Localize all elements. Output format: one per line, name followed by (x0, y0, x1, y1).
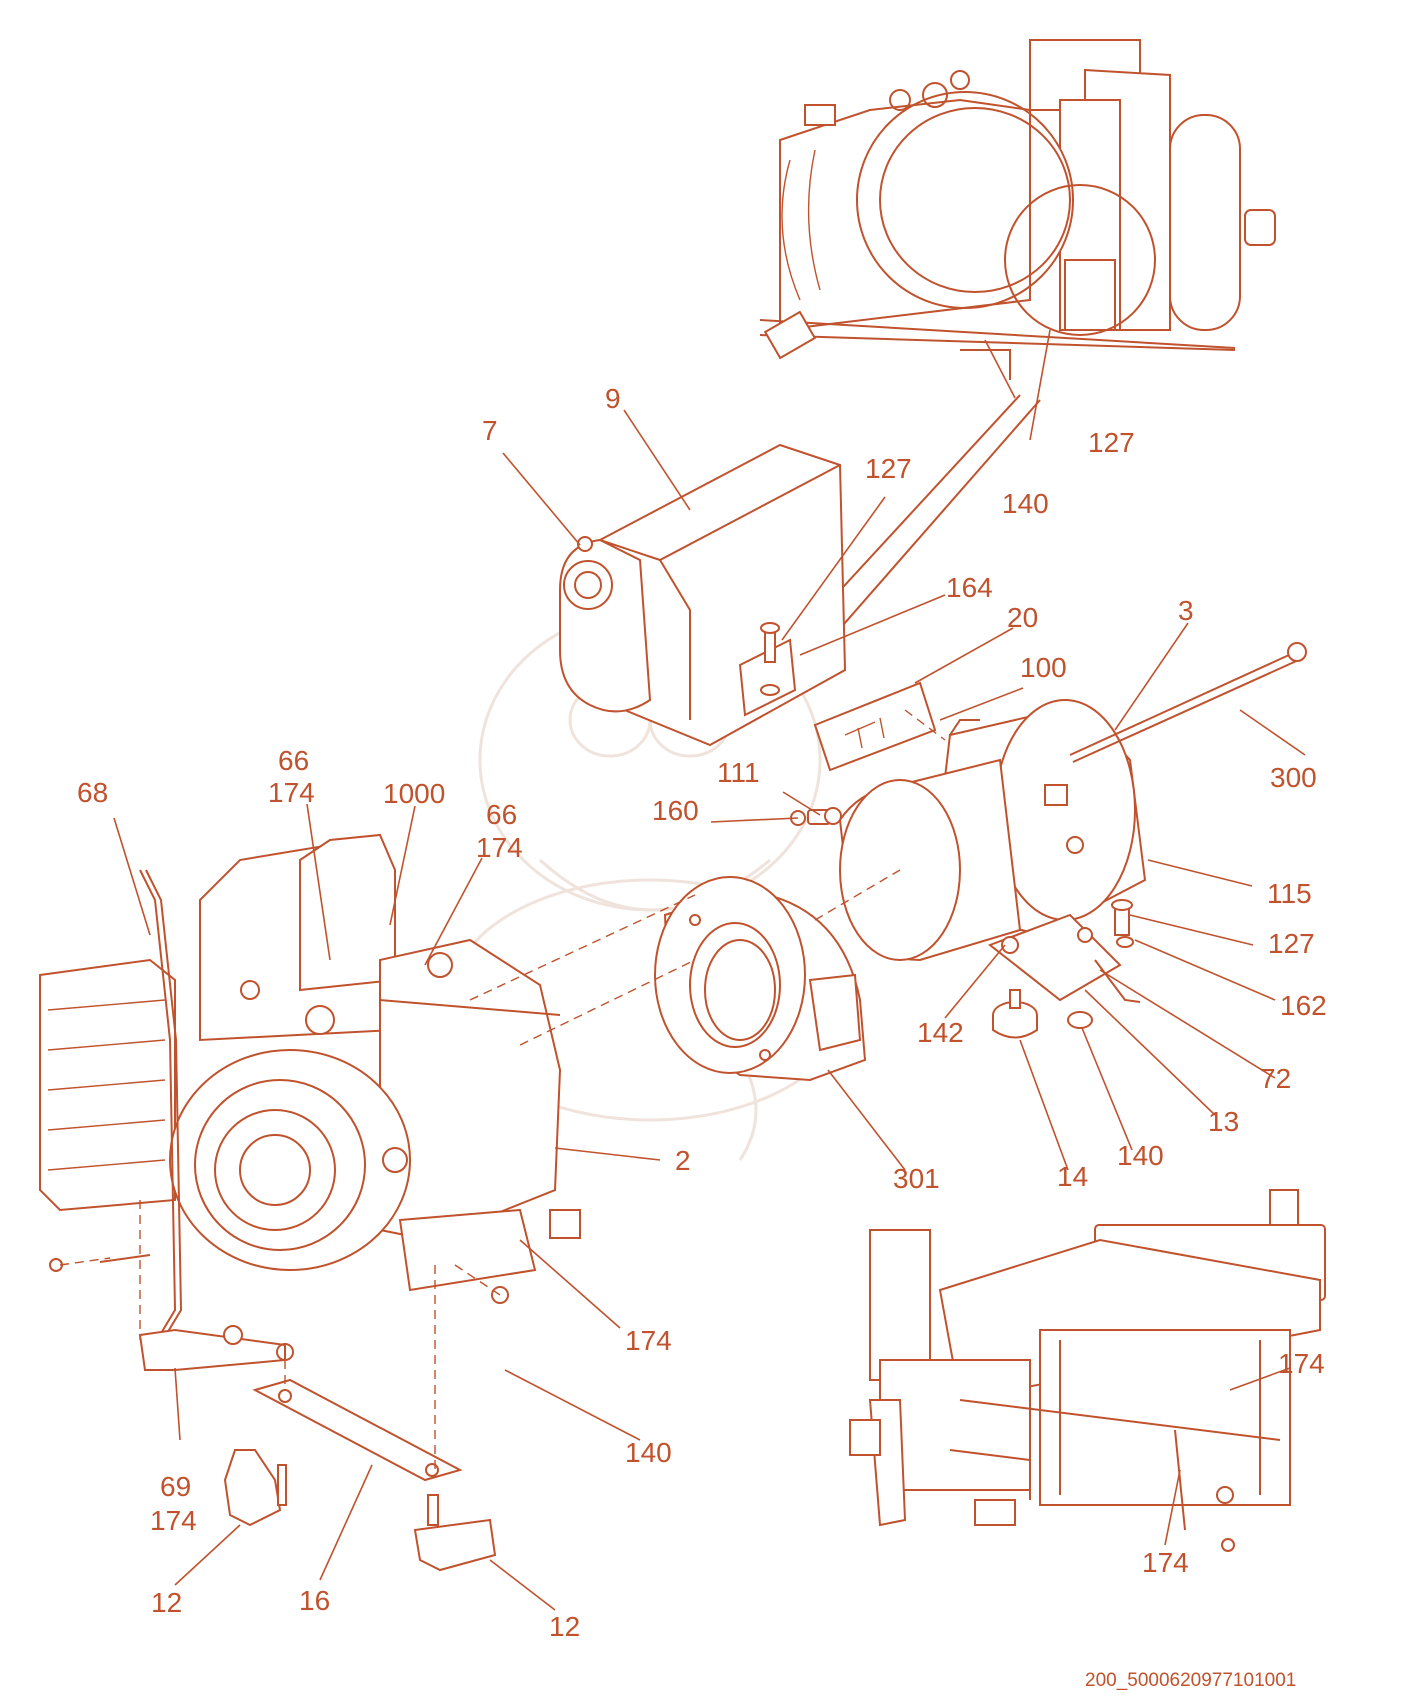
part-301-adapter (654, 876, 867, 1082)
callout-14: 14 (1057, 1161, 1088, 1192)
callout-16: 16 (299, 1585, 330, 1616)
callout-127-inset: 127 (1088, 427, 1135, 458)
top-inset-assembly (759, 39, 1276, 380)
part-69-lever (138, 1325, 294, 1371)
callout-12-left: 12 (151, 1587, 182, 1618)
callout-142: 142 (917, 1017, 964, 1048)
mount-bracket (987, 899, 1141, 1039)
inset-leader-upper (821, 394, 1021, 611)
leader-lines (113, 329, 1306, 1611)
callout-301: 301 (893, 1163, 940, 1194)
callout-12-right: 12 (549, 1611, 580, 1642)
callout-20: 20 (1007, 602, 1038, 633)
callout-9: 9 (605, 383, 621, 414)
alignment-lines (59, 709, 946, 1470)
callout-300: 300 (1270, 762, 1317, 793)
part-12-foot-left (223, 1449, 287, 1527)
inset-leader-lower (829, 399, 1041, 641)
callout-160: 160 (652, 795, 699, 826)
callout-1000: 1000 (383, 778, 445, 809)
callout-164: 164 (946, 572, 993, 603)
callout-174-engine: 174 (625, 1325, 672, 1356)
callout-111: 111 (717, 757, 760, 788)
callout-68: 68 (77, 777, 108, 808)
callout-174-inset-bottom: 174 (1142, 1547, 1189, 1578)
callout-66-b: 66 (486, 799, 517, 830)
callout-174-b: 174 (476, 832, 523, 863)
bottom-inset-assembly (849, 1189, 1326, 1552)
callout-127-right: 127 (1268, 928, 1315, 959)
part-300-bolt (1069, 642, 1307, 763)
callout-140-bottom: 140 (625, 1437, 672, 1468)
callout-13: 13 (1208, 1106, 1239, 1137)
callout-3: 3 (1178, 595, 1194, 626)
part-2-engine (39, 833, 581, 1304)
callout-162: 162 (1280, 990, 1327, 1021)
parts-160-111-bolt (790, 807, 842, 826)
callout-100: 100 (1020, 652, 1067, 683)
callout-174-inset-top: 174 (1278, 1348, 1325, 1379)
document-id: 200_5000620977101001 (1085, 1670, 1296, 1691)
part-20-plate (813, 681, 937, 772)
callout-2: 2 (675, 1145, 691, 1176)
callout-115: 115 (1267, 878, 1312, 909)
part-3-alternator (838, 699, 1147, 962)
part-9-cover (559, 443, 847, 747)
callout-127: 127 (865, 453, 912, 484)
callout-69: 69 (160, 1471, 191, 1502)
callout-140-right: 140 (1117, 1140, 1164, 1171)
callout-174-c: 174 (150, 1505, 197, 1536)
callout-174: 174 (268, 777, 315, 808)
part-16-plate (252, 1378, 463, 1482)
callout-66: 66 (278, 745, 309, 776)
callout-7: 7 (482, 415, 498, 446)
part-12-foot-right (413, 1494, 497, 1572)
part-68-rod-edge (145, 869, 183, 1336)
part-68-rod (139, 869, 177, 1336)
callout-140-inset: 140 (1002, 488, 1049, 519)
callout-72: 72 (1260, 1063, 1291, 1094)
